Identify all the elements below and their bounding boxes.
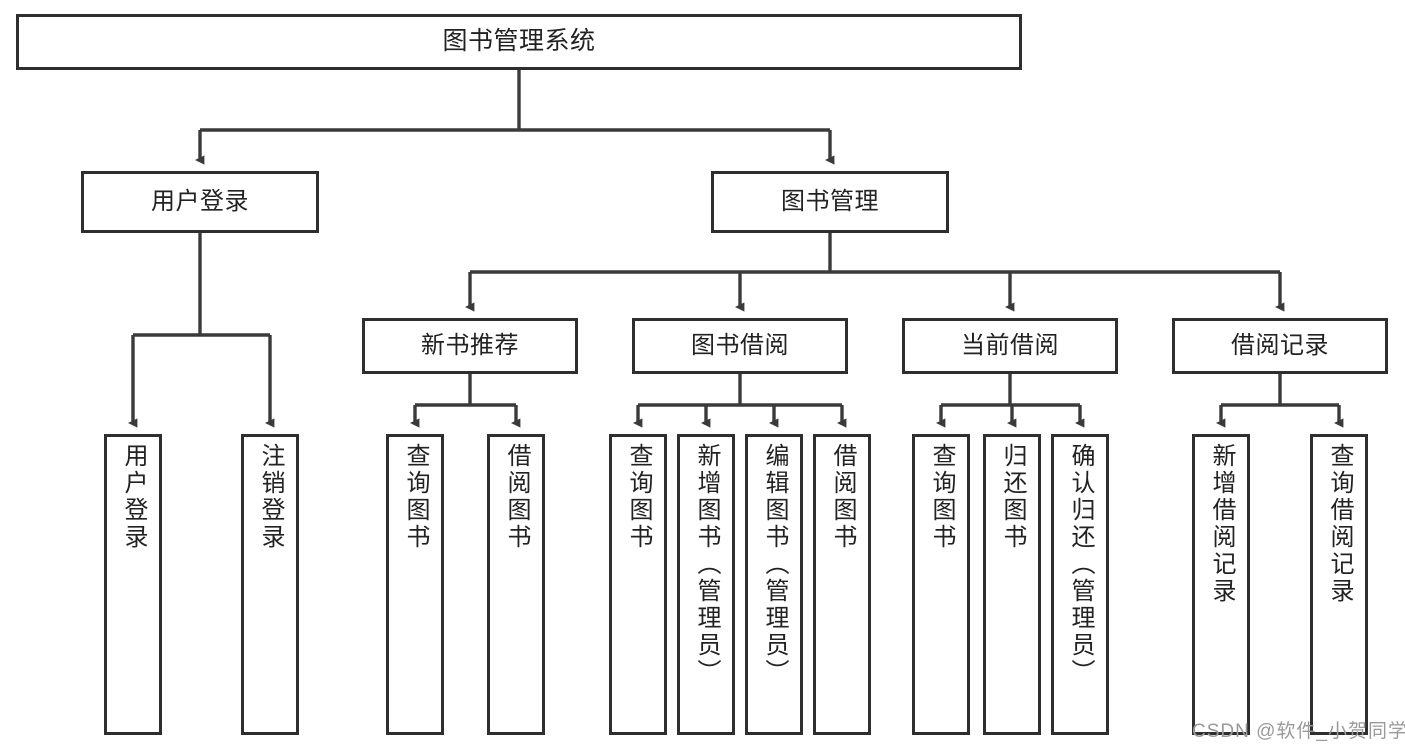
node-label: 查询图书 <box>928 443 955 551</box>
node-leaf-new-2[interactable]: 借阅图书 <box>487 434 545 735</box>
node-label: 确认归还（管理员） <box>1067 443 1094 686</box>
node-label: 归还图书 <box>999 443 1026 551</box>
node-leaf-login-1[interactable]: 用户登录 <box>104 434 162 735</box>
node-label: 编辑图书（管理员） <box>761 443 788 686</box>
node-leaf-borrow-3[interactable]: 编辑图书（管理员） <box>745 434 803 735</box>
node-label: 当前借阅 <box>961 331 1059 359</box>
node-leaf-rec-2[interactable]: 查询借阅记录 <box>1310 434 1368 735</box>
node-newbook[interactable]: 新书推荐 <box>362 318 578 374</box>
node-label: 借阅图书 <box>829 443 856 551</box>
node-leaf-login-2[interactable]: 注销登录 <box>241 434 299 735</box>
node-leaf-borrow-4[interactable]: 借阅图书 <box>813 434 871 735</box>
node-label: 新书推荐 <box>421 331 519 359</box>
node-bookmgmt[interactable]: 图书管理 <box>711 171 949 233</box>
node-label: 查询借阅记录 <box>1326 443 1353 605</box>
node-label: 查询图书 <box>625 443 652 551</box>
node-records[interactable]: 借阅记录 <box>1172 318 1388 374</box>
node-label: 新增借阅记录 <box>1208 443 1235 605</box>
node-leaf-cur-3[interactable]: 确认归还（管理员） <box>1051 434 1109 735</box>
node-login[interactable]: 用户登录 <box>81 171 319 233</box>
node-label: 新增图书（管理员） <box>693 443 720 686</box>
node-leaf-new-1[interactable]: 查询图书 <box>386 434 444 735</box>
node-leaf-borrow-2[interactable]: 新增图书（管理员） <box>677 434 735 735</box>
node-current[interactable]: 当前借阅 <box>902 318 1118 374</box>
node-label: 借阅图书 <box>503 443 530 551</box>
node-leaf-cur-1[interactable]: 查询图书 <box>912 434 970 735</box>
node-label: 图书管理系统 <box>442 27 596 56</box>
node-label: 图书管理 <box>781 187 879 215</box>
csdn-watermark: CSDN @软件_小贺同学 <box>1192 721 1405 742</box>
node-label: 用户登录 <box>151 187 249 215</box>
node-borrow[interactable]: 图书借阅 <box>632 318 848 374</box>
node-label: 图书借阅 <box>691 331 789 359</box>
node-label: 查询图书 <box>402 443 429 551</box>
node-leaf-rec-1[interactable]: 新增借阅记录 <box>1192 434 1250 735</box>
node-root[interactable]: 图书管理系统 <box>16 14 1022 70</box>
node-leaf-cur-2[interactable]: 归还图书 <box>983 434 1041 735</box>
node-label: 注销登录 <box>257 443 284 551</box>
node-leaf-borrow-1[interactable]: 查询图书 <box>609 434 667 735</box>
node-label: 用户登录 <box>120 443 147 551</box>
node-label: 借阅记录 <box>1231 331 1329 359</box>
